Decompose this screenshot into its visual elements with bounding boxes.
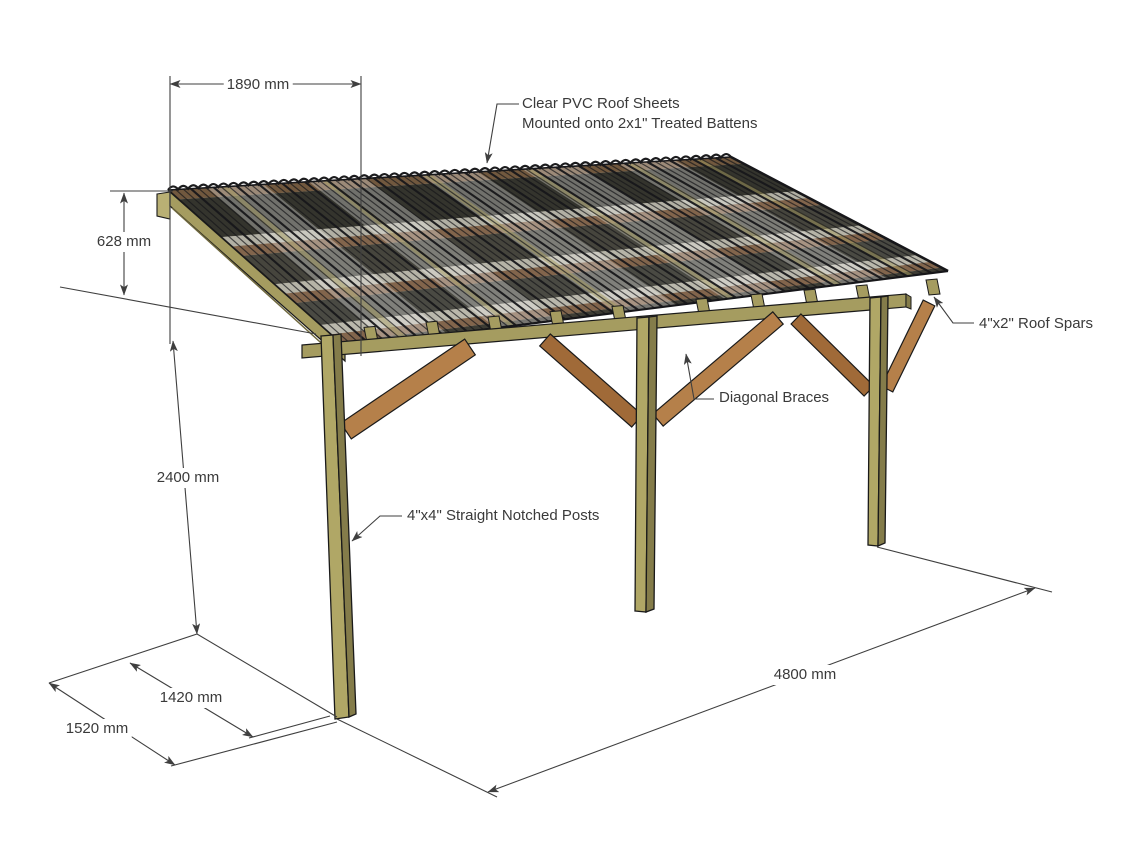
callout-leaders [351,103,974,542]
front-beam [301,293,912,359]
roof-sheet [167,152,949,349]
post-middle [634,315,658,613]
post-left [320,333,357,720]
dimension-depth-outer: 1520 mm [62,719,132,739]
diagonal-braces [339,299,936,440]
callout-posts: 4"x4" Straight Notched Posts [404,506,603,526]
dimension-roof-drop: 628 mm [93,232,155,252]
callout-roof-sheets-line1: Clear PVC Roof Sheets [522,95,680,112]
dimension-depth-inner: 1420 mm [156,688,226,708]
callout-diagonal-braces: Diagonal Braces [716,388,833,408]
callout-roof-spars: 4"x2" Roof Spars [976,314,1097,334]
dimension-post-height: 2400 mm [153,468,223,488]
left-fascia-rafter [156,190,346,363]
post-right [867,295,889,547]
callout-roof-sheets-line2: Mounted onto 2x1" Treated Battens [522,115,758,132]
dimension-overhang-width: 1890 mm [223,75,293,95]
callout-roof-sheets: Clear PVC Roof Sheets Mounted onto 2x1" … [519,94,761,134]
dimension-length: 4800 mm [770,665,840,685]
